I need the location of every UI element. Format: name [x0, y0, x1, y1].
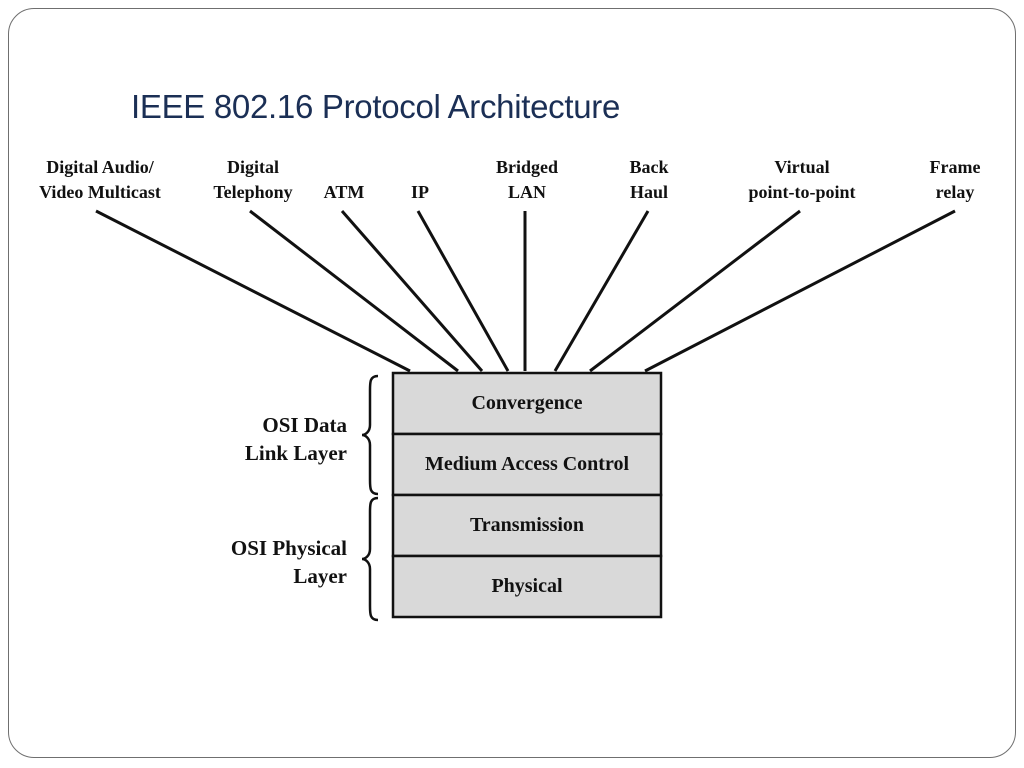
service-label-virtual-point-to-point: Virtual: [774, 157, 829, 177]
layer-label-medium-access-control: Medium Access Control: [425, 453, 629, 475]
layer-box-physical: [391, 554, 663, 619]
connector-line-ip: [416, 210, 510, 372]
connector-line-digital-audio-video-multicast: [95, 209, 411, 373]
connector-line-virtual-point-to-point: [589, 209, 801, 373]
osi-label-osi-data-link-layer-line2: Link Layer: [245, 441, 347, 465]
layer-label-convergence: Convergence: [471, 392, 582, 414]
connector-line-digital-telephony: [249, 209, 459, 373]
layer-label-transmission: Transmission: [470, 514, 584, 536]
slide-title: IEEE 802.16 Protocol Architecture: [131, 88, 621, 125]
service-label-back-haul-line2: Haul: [630, 182, 668, 202]
service-label-frame-relay: Frame: [930, 157, 981, 177]
service-label-bridged-lan-line2: LAN: [508, 182, 546, 202]
service-label-bridged-lan: Bridged: [496, 157, 558, 177]
service-label-digital-audio-video-multicast: Digital Audio/: [46, 157, 155, 177]
osi-label-osi-data-link-layer: OSI Data: [262, 413, 347, 437]
service-label-frame-relay-line2: relay: [936, 182, 975, 202]
osi-label-osi-physical-layer: OSI Physical: [231, 536, 347, 560]
service-label-virtual-point-to-point-line2: point-to-point: [748, 182, 855, 202]
osi-label-osi-physical-layer-line2: Layer: [293, 564, 347, 588]
service-label-back-haul: Back: [629, 157, 668, 177]
connector-line-back-haul: [553, 210, 650, 372]
layer-box-medium-access-control: [391, 432, 663, 497]
service-label-ip: IP: [411, 182, 429, 202]
connector-line-atm: [340, 210, 484, 372]
brace-osi-physical-layer: [361, 496, 379, 622]
service-label-atm: ATM: [324, 182, 365, 202]
service-label-digital-telephony-line2: Telephony: [213, 182, 292, 202]
service-label-digital-audio-video-multicast-line2: Video Multicast: [39, 182, 161, 202]
service-label-digital-telephony: Digital: [227, 157, 279, 177]
connector-line-frame-relay: [644, 209, 956, 373]
layer-label-physical: Physical: [491, 575, 563, 597]
brace-osi-data-link-layer: [361, 374, 379, 496]
layer-box-convergence: [391, 371, 663, 436]
